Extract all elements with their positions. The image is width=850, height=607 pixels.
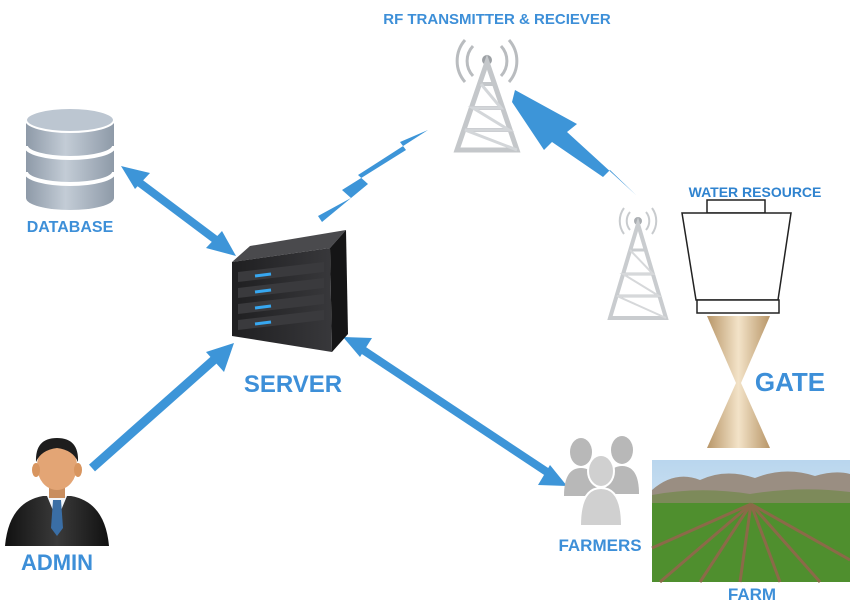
admin-server-arrow <box>89 343 234 472</box>
farm-field-image <box>651 460 850 584</box>
rf-water-lightning <box>512 90 636 195</box>
farmers-label: FARMERS <box>558 536 641 555</box>
gate-valve-icon <box>707 316 770 448</box>
tower-icon <box>607 207 669 320</box>
server-icon <box>232 230 348 352</box>
database-label: DATABASE <box>27 219 114 236</box>
database-server-arrow <box>121 166 236 256</box>
gate-label: GATE <box>755 367 825 397</box>
server-label: SERVER <box>244 371 342 398</box>
water-resource-label: WATER RESOURCE <box>689 184 822 200</box>
rf-transmitter-label: RF TRANSMITTER & RECIEVER <box>383 11 611 28</box>
farmers-group-icon <box>564 436 639 527</box>
server-rf-lightning <box>318 130 428 222</box>
server-farmers-arrow <box>343 337 567 486</box>
server-drive-bays <box>238 262 324 330</box>
farm-label: FARM <box>728 585 776 604</box>
admin-label: ADMIN <box>21 550 93 575</box>
radio-tower-icon <box>453 39 521 153</box>
water-tank-icon <box>681 199 792 314</box>
connections <box>89 90 636 486</box>
admin-person-icon <box>5 438 109 546</box>
database-icon <box>24 107 116 210</box>
